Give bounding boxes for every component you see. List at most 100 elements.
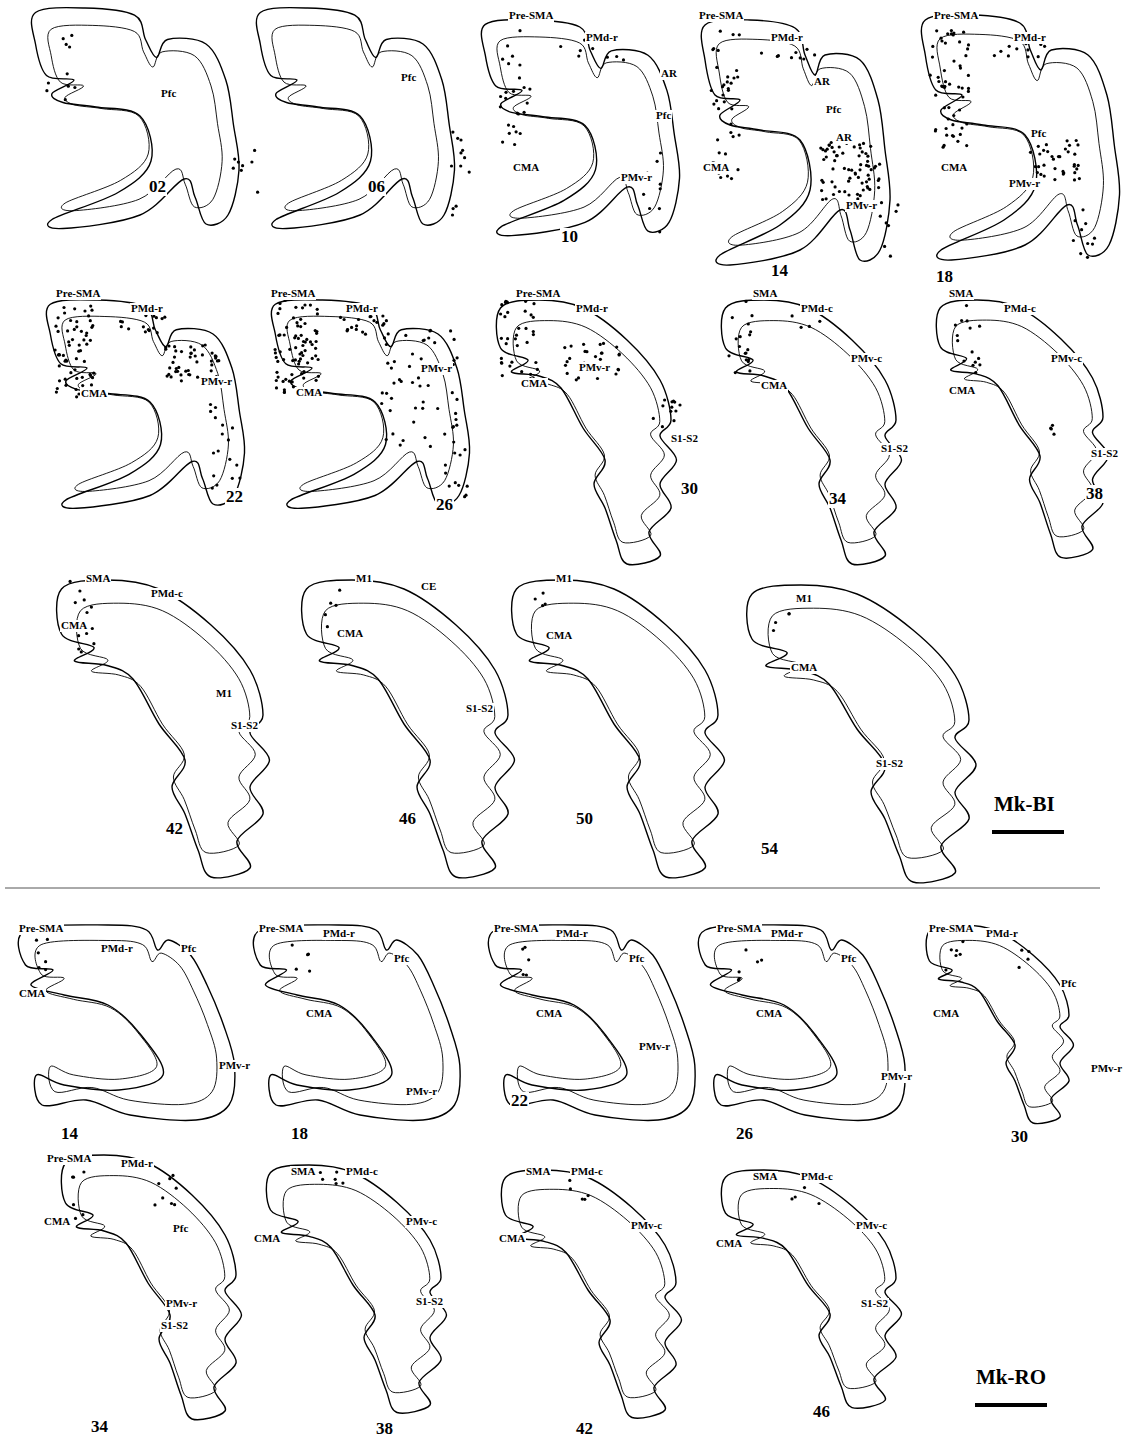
region-label: PMv-r [165, 1298, 198, 1310]
region-label: Pfc [160, 88, 177, 100]
labeled-neuron-dot [383, 336, 386, 339]
labeled-neuron-dot [300, 372, 303, 375]
section-outline [481, 20, 679, 236]
labeled-neuron-dot [791, 314, 794, 317]
labeled-neuron-dot [501, 374, 504, 377]
labeled-neuron-dot [577, 376, 580, 379]
labeled-neuron-dot [423, 436, 426, 439]
labeled-neuron-dot [503, 315, 506, 318]
labeled-neuron-dot [618, 353, 621, 356]
labeled-neuron-dot [324, 613, 327, 616]
labeled-neuron-dot [303, 303, 306, 306]
labeled-neuron-dot [967, 74, 970, 77]
labeled-neuron-dot [659, 151, 662, 154]
labeled-neuron-dot [731, 316, 734, 319]
labeled-neuron-dot [291, 359, 294, 362]
labeled-neuron-dot [235, 464, 238, 467]
region-label: CMA [60, 620, 88, 632]
labeled-neuron-dot [1073, 171, 1076, 174]
section-outline [512, 580, 725, 878]
labeled-neuron-dot [429, 445, 432, 448]
labeled-neuron-dot [299, 325, 302, 328]
labeled-neuron-dot [843, 190, 846, 193]
labeled-neuron-dot [721, 93, 724, 96]
labeled-neuron-dot [961, 87, 964, 90]
labeled-neuron-dot [857, 176, 860, 179]
labeled-neuron-dot [71, 338, 74, 341]
scale-bar [992, 830, 1064, 834]
labeled-neuron-dot [958, 40, 961, 43]
labeled-neuron-dot [532, 333, 535, 336]
labeled-neuron-dot [1029, 151, 1032, 154]
labeled-neuron-dot [212, 474, 215, 477]
labeled-neuron-dot [274, 351, 277, 354]
region-label: Pre-SMA [933, 10, 979, 22]
labeled-neuron-dot [954, 954, 957, 957]
labeled-neuron-dot [57, 316, 60, 319]
labeled-neuron-dot [978, 363, 981, 366]
labeled-neuron-dot [1027, 950, 1030, 953]
labeled-neuron-dot [956, 140, 959, 143]
labeled-neuron-dot [301, 306, 304, 309]
labeled-neuron-dot [85, 331, 88, 334]
labeled-neuron-dot [606, 56, 609, 59]
labeled-neuron-dot [724, 152, 727, 155]
labeled-neuron-dot [456, 356, 459, 359]
section-outline [18, 925, 235, 1121]
labeled-neuron-dot [295, 321, 298, 324]
labeled-neuron-dot [278, 307, 281, 310]
labeled-neuron-dot [853, 145, 856, 148]
labeled-neuron-dot [210, 360, 213, 363]
region-label: PMv-c [405, 1216, 438, 1228]
section-outline [496, 300, 676, 565]
labeled-neuron-dot [295, 968, 298, 971]
region-label: CMA [535, 1008, 563, 1020]
labeled-neuron-dot [878, 163, 881, 166]
labeled-neuron-dot [961, 95, 964, 98]
labeled-neuron-dot [599, 358, 602, 361]
labeled-neuron-dot [463, 448, 466, 451]
labeled-neuron-dot [411, 352, 414, 355]
labeled-neuron-dot [1053, 178, 1056, 181]
section-outline [76, 603, 255, 853]
labeled-neuron-dot [54, 325, 57, 328]
labeled-neuron-dot [317, 375, 320, 378]
labeled-neuron-dot [317, 358, 320, 361]
labeled-neuron-dot [459, 138, 462, 141]
labeled-neuron-dot [658, 207, 661, 210]
labeled-neuron-dot [168, 1177, 171, 1180]
labeled-neuron-dot [175, 367, 178, 370]
labeled-neuron-dot [87, 314, 90, 317]
labeled-neuron-dot [209, 410, 212, 413]
labeled-neuron-dot [375, 321, 378, 324]
labeled-neuron-dot [504, 301, 507, 304]
labeled-neuron-dot [934, 94, 937, 97]
labeled-neuron-dot [436, 407, 439, 410]
labeled-neuron-dot [508, 132, 511, 135]
labeled-neuron-dot [648, 207, 651, 210]
labeled-neuron-dot [454, 412, 457, 415]
region-label: S1-S2 [160, 1320, 189, 1332]
labeled-neuron-dot [828, 144, 831, 147]
labeled-neuron-dot [1045, 143, 1048, 146]
labeled-neuron-dot [717, 107, 720, 110]
labeled-neuron-dot [726, 80, 729, 83]
labeled-neuron-dot [518, 29, 521, 32]
labeled-neuron-dot [723, 100, 726, 103]
labeled-neuron-dot [69, 371, 72, 374]
labeled-neuron-dot [737, 978, 740, 981]
labeled-neuron-dot [895, 210, 898, 213]
labeled-neuron-dot [524, 327, 527, 330]
section-outline [48, 25, 222, 211]
region-label: PMd-r [770, 32, 804, 44]
labeled-neuron-dot [381, 324, 384, 327]
labeled-neuron-dot [943, 106, 946, 109]
labeled-neuron-dot [277, 376, 280, 379]
region-label: Pfc [825, 104, 842, 116]
region-label: PMd-r [130, 303, 164, 315]
labeled-neuron-dot [967, 90, 970, 93]
labeled-neuron-dot [1015, 47, 1018, 50]
labeled-neuron-dot [579, 49, 582, 52]
labeled-neuron-dot [54, 348, 57, 351]
labeled-neuron-dot [167, 344, 170, 347]
